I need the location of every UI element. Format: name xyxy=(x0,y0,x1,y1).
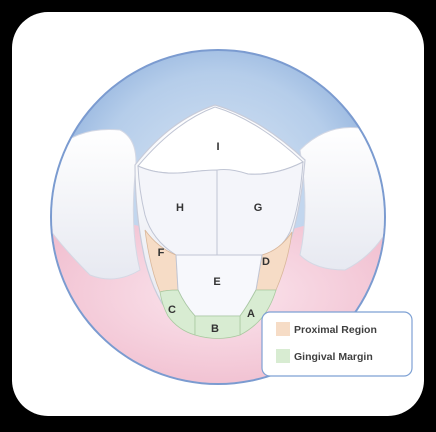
label-F: F xyxy=(158,247,165,259)
label-I: I xyxy=(216,141,219,153)
label-H: H xyxy=(176,202,184,214)
legend-box xyxy=(262,312,412,376)
legend-swatch-gingival xyxy=(276,349,290,363)
label-A: A xyxy=(247,308,255,320)
label-G: G xyxy=(254,202,263,214)
label-B: B xyxy=(211,323,219,335)
legend-label-gingival: Gingival Margin xyxy=(294,351,373,363)
label-D: D xyxy=(262,256,270,268)
label-C: C xyxy=(168,304,176,316)
legend-label-proximal: Proximal Region xyxy=(294,324,377,336)
legend-swatch-proximal xyxy=(276,322,290,336)
label-E: E xyxy=(213,276,220,288)
legend: Proximal Region Gingival Margin xyxy=(262,312,412,376)
